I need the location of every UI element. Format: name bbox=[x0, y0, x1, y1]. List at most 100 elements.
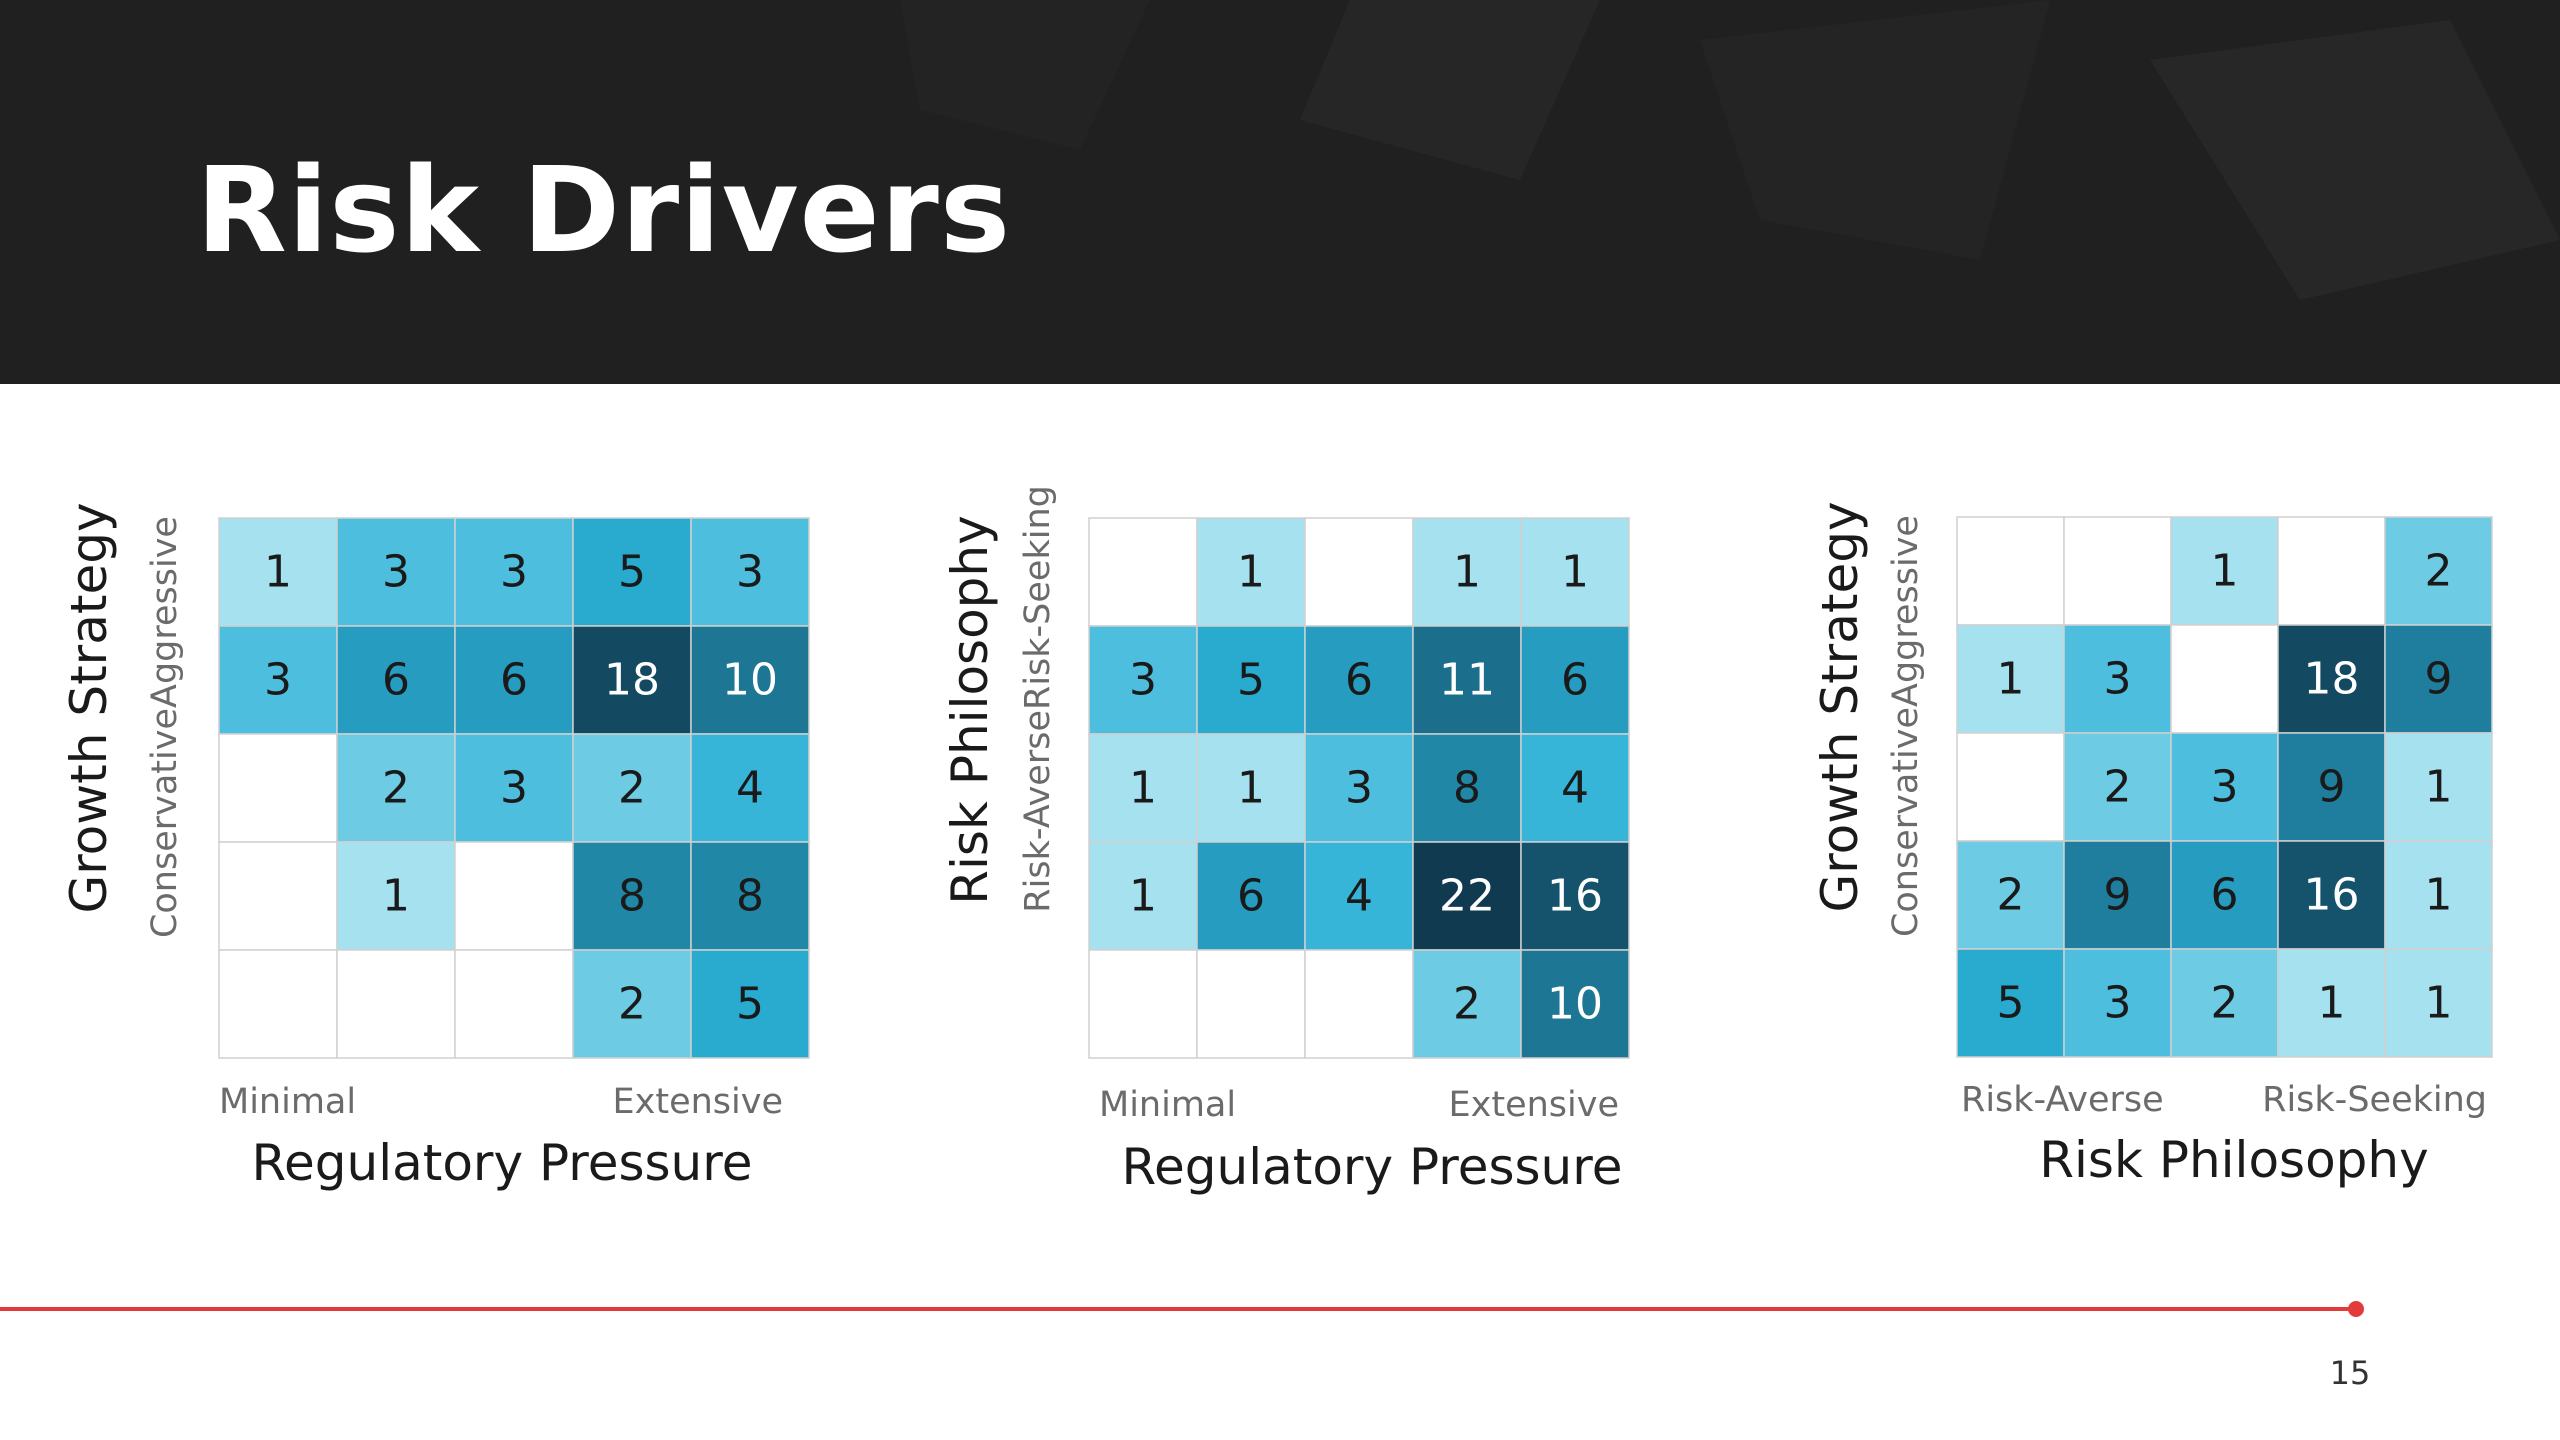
heatmap-0-cell-label-r2-c4: 4 bbox=[736, 763, 764, 814]
heatmap-0-cell-r2-c4 bbox=[690, 733, 810, 843]
heatmap-2-cell-label-r2-c2: 3 bbox=[2211, 762, 2239, 813]
heatmap-1-cell-r0-c2 bbox=[1304, 517, 1414, 627]
heatmap-0-y-axis-label: Growth Strategy bbox=[60, 502, 118, 913]
heatmap-1-cell-r2-c2 bbox=[1304, 733, 1414, 843]
heatmap-1-cell-label-r3-c4: 16 bbox=[1547, 871, 1603, 922]
heatmap-panel: Growth Strategy Aggressive Conservative … bbox=[60, 485, 2493, 1196]
heatmap-2-cell-r4-c2 bbox=[2170, 948, 2279, 1058]
heatmap-0-y-tick-high: Aggressive bbox=[145, 516, 185, 708]
heatmap-1-cell-label-r2-c4: 4 bbox=[1561, 763, 1589, 814]
heatmap-2-cell-label-r3-c1: 9 bbox=[2104, 870, 2132, 921]
heatmap-2-cell-r4-c4 bbox=[2384, 948, 2493, 1058]
heatmap-2-cell-r0-c2 bbox=[2170, 516, 2279, 626]
heatmap-2-y-tick-low: Conservative bbox=[1886, 707, 1926, 937]
heatmap-2-cell-r0-c3 bbox=[2277, 516, 2386, 626]
heatmap-2-cell-r1-c4 bbox=[2384, 624, 2493, 734]
heatmap-2-x-tick-high: Risk-Seeking bbox=[2262, 1080, 2487, 1120]
heatmap-1-y-tick-high: Risk-Seeking bbox=[1018, 485, 1058, 710]
heatmap-1-cell-label-r3-c1: 6 bbox=[1237, 871, 1265, 922]
heatmap-0-cell-label-r1-c0: 3 bbox=[264, 655, 292, 706]
heatmap-0-cell-r4-c4 bbox=[690, 949, 810, 1059]
heatmap-1-y-tick-low: Risk-Averse bbox=[1018, 710, 1058, 913]
heatmap-0-cell-label-r4-c4: 5 bbox=[736, 979, 764, 1030]
heatmap-2-cell-label-r4-c4: 1 bbox=[2425, 978, 2453, 1029]
heatmap-1-cell-r4-c1 bbox=[1196, 949, 1306, 1059]
heatmap-1-cell-r3-c2 bbox=[1304, 841, 1414, 951]
heatmap-0-cell-label-r0-c1: 3 bbox=[382, 547, 410, 598]
heatmap-0-cell-r0-c0 bbox=[218, 517, 338, 627]
heatmap-2-cell-r3-c2 bbox=[2170, 840, 2279, 950]
heatmap-0-cell-r4-c0 bbox=[218, 949, 338, 1059]
heatmap-1-x-tick-high: Extensive bbox=[1449, 1085, 1619, 1125]
heatmap-2-cell-r1-c2 bbox=[2170, 624, 2279, 734]
heatmap-0-cell-label-r4-c3: 2 bbox=[618, 979, 646, 1030]
heatmap-0-cell-label-r1-c3: 18 bbox=[604, 655, 660, 706]
heatmap-2-cell-r3-c4 bbox=[2384, 840, 2493, 950]
heatmap-growth-vs-regulatory: Growth Strategy Aggressive Conservative … bbox=[60, 502, 810, 1192]
heatmap-2-cell-r2-c2 bbox=[2170, 732, 2279, 842]
footer-accent-dot bbox=[2348, 1301, 2364, 1317]
heatmap-0-cell-label-r2-c2: 3 bbox=[500, 763, 528, 814]
heatmap-0-cell-label-r0-c3: 5 bbox=[618, 547, 646, 598]
heatmap-1-cell-label-r0-c3: 1 bbox=[1453, 547, 1481, 598]
heatmap-1-cell-r1-c2 bbox=[1304, 625, 1414, 735]
heatmap-2-y-axis-label: Growth Strategy bbox=[1811, 501, 1869, 912]
heatmap-1-cell-label-r0-c4: 1 bbox=[1561, 547, 1589, 598]
heatmap-1-cell-label-r3-c2: 4 bbox=[1345, 871, 1373, 922]
heatmap-1-cell-r4-c0 bbox=[1088, 949, 1198, 1059]
heatmap-1-x-axis-label: Regulatory Pressure bbox=[1122, 1138, 1623, 1196]
heatmap-0-cell-r3-c1 bbox=[336, 841, 456, 951]
heatmap-2-x-axis-label: Risk Philosophy bbox=[2039, 1131, 2428, 1189]
heatmap-2-cell-label-r4-c0: 5 bbox=[1997, 978, 2025, 1029]
heatmap-1-cell-label-r1-c3: 11 bbox=[1439, 655, 1495, 706]
heatmap-0-cell-r2-c2 bbox=[454, 733, 574, 843]
heatmap-2-cell-label-r4-c1: 3 bbox=[2104, 978, 2132, 1029]
heatmap-1-cell-label-r3-c3: 22 bbox=[1439, 871, 1495, 922]
heatmap-2-cell-label-r3-c2: 6 bbox=[2211, 870, 2239, 921]
heatmap-2-cell-label-r4-c2: 2 bbox=[2211, 978, 2239, 1029]
heatmap-0-cell-r1-c3 bbox=[572, 625, 692, 735]
heatmap-0-cell-label-r1-c4: 10 bbox=[722, 655, 778, 706]
heatmap-1-cell-label-r0-c1: 1 bbox=[1237, 547, 1265, 598]
heatmap-2-cell-label-r1-c0: 1 bbox=[1997, 654, 2025, 705]
heatmap-0-cell-label-r0-c4: 3 bbox=[736, 547, 764, 598]
heatmap-0-x-axis-label: Regulatory Pressure bbox=[252, 1134, 753, 1192]
heatmap-2-cell-r1-c3 bbox=[2277, 624, 2386, 734]
slide-header: Risk Drivers bbox=[0, 0, 2560, 384]
heatmap-1-cell-r0-c3 bbox=[1412, 517, 1522, 627]
heatmap-1-cell-r3-c4 bbox=[1520, 841, 1630, 951]
heatmap-1-cell-label-r1-c2: 6 bbox=[1345, 655, 1373, 706]
heatmap-2-cell-r2-c4 bbox=[2384, 732, 2493, 842]
heatmap-1-cell-label-r2-c2: 3 bbox=[1345, 763, 1373, 814]
heatmap-1-cell-label-r3-c0: 1 bbox=[1129, 871, 1157, 922]
heatmap-1-cell-r1-c3 bbox=[1412, 625, 1522, 735]
heatmap-0-y-tick-low: Conservative bbox=[145, 708, 185, 938]
heatmap-0-cell-r0-c4 bbox=[690, 517, 810, 627]
heatmap-2-cell-label-r2-c3: 9 bbox=[2318, 762, 2346, 813]
heatmap-1-cell-label-r1-c4: 6 bbox=[1561, 655, 1589, 706]
heatmap-0-cell-label-r3-c4: 8 bbox=[736, 871, 764, 922]
heatmap-1-cell-r0-c4 bbox=[1520, 517, 1630, 627]
heatmap-2-x-tick-low: Risk-Averse bbox=[1961, 1080, 2164, 1120]
heatmap-growth-vs-risk: Growth Strategy Aggressive Conservative … bbox=[1811, 501, 2493, 1189]
heatmap-0-cell-r2-c3 bbox=[572, 733, 692, 843]
heatmap-2-cell-label-r2-c4: 1 bbox=[2425, 762, 2453, 813]
heatmap-2-cell-r1-c1 bbox=[2063, 624, 2172, 734]
heatmap-1-cell-r2-c1 bbox=[1196, 733, 1306, 843]
heatmap-0-cell-r4-c2 bbox=[454, 949, 574, 1059]
heatmap-1-cell-label-r2-c0: 1 bbox=[1129, 763, 1157, 814]
heatmap-1-x-tick-low: Minimal bbox=[1099, 1085, 1236, 1125]
heatmap-2-cell-label-r2-c1: 2 bbox=[2104, 762, 2132, 813]
heatmap-2-y-tick-high: Aggressive bbox=[1886, 515, 1926, 707]
heatmap-0-cell-r3-c2 bbox=[454, 841, 574, 951]
heatmap-1-cell-r4-c2 bbox=[1304, 949, 1414, 1059]
heatmap-1-cell-r4-c4 bbox=[1520, 949, 1630, 1059]
heatmap-1-cell-label-r1-c0: 3 bbox=[1129, 655, 1157, 706]
heatmap-0-cell-label-r0-c0: 1 bbox=[264, 547, 292, 598]
heatmap-0-cell-r3-c0 bbox=[218, 841, 338, 951]
heatmap-2-cell-label-r0-c4: 2 bbox=[2425, 546, 2453, 597]
heatmap-2-cell-r0-c4 bbox=[2384, 516, 2493, 626]
heatmap-0-cell-r3-c4 bbox=[690, 841, 810, 951]
heatmap-0-cell-r1-c0 bbox=[218, 625, 338, 735]
